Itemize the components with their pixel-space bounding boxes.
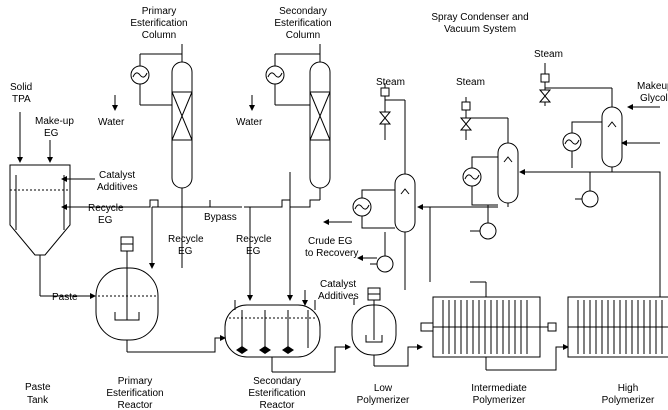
secondary-esterification-reactor — [224, 300, 351, 373]
svg-text:Polymerizer: Polymerizer — [357, 395, 410, 406]
label-solid-tpa: Solid TPA — [10, 82, 32, 105]
svg-text:Recycle: Recycle — [88, 203, 124, 214]
low-poly-vacuum-system — [323, 83, 416, 290]
svg-text:Primary: Primary — [118, 376, 152, 387]
label-steam-1: Steam — [376, 77, 405, 88]
svg-text:Additives: Additives — [97, 182, 138, 193]
svg-text:Paste: Paste — [25, 382, 51, 393]
label-primary-reactor: Primary Esterification Reactor — [106, 376, 163, 410]
svg-text:Esterification: Esterification — [130, 18, 187, 29]
primary-condenser-icon — [112, 53, 182, 111]
svg-text:Vacuum System: Vacuum System — [444, 24, 516, 35]
label-makeup-eg: Make-up EG — [35, 116, 74, 139]
svg-text:Secondary: Secondary — [253, 376, 301, 387]
svg-text:Catalyst: Catalyst — [320, 279, 356, 290]
svg-text:Primary: Primary — [142, 6, 176, 17]
svg-text:EG: EG — [246, 246, 261, 257]
svg-text:Catalyst: Catalyst — [99, 170, 135, 181]
intermediate-poly-vacuum-system — [417, 97, 519, 282]
svg-text:EG: EG — [98, 215, 113, 226]
svg-text:Reactor: Reactor — [259, 400, 295, 410]
label-high-polymerizer: High Polymerizer — [602, 383, 655, 406]
label-catalyst-additives: Catalyst Additives — [97, 170, 138, 193]
label-makeup-glycol: Makeup Glycol — [637, 81, 668, 104]
svg-text:Intermediate: Intermediate — [471, 383, 527, 394]
secondary-condenser-icon — [249, 53, 320, 111]
high-polymerizer — [567, 282, 668, 358]
secondary-esterification-column — [309, 44, 331, 189]
label-steam-3: Steam — [534, 49, 563, 60]
label-paste: Paste — [52, 292, 78, 303]
intermediate-polymerizer — [420, 281, 569, 371]
svg-text:Column: Column — [286, 30, 320, 41]
high-poly-vacuum-system — [519, 63, 661, 282]
svg-text:Make-up: Make-up — [35, 116, 74, 127]
low-polymerizer — [351, 287, 423, 367]
label-crude-eg: Crude EG to Recovery — [305, 236, 358, 259]
svg-text:EG: EG — [178, 246, 193, 257]
label-recycle-eg-mid: Recycle EG — [168, 234, 204, 257]
svg-text:Spray Condenser and: Spray Condenser and — [431, 12, 528, 23]
svg-text:EG: EG — [44, 128, 59, 139]
svg-text:Polymerizer: Polymerizer — [602, 395, 655, 406]
primary-esterification-reactor — [95, 236, 226, 353]
svg-text:Crude EG: Crude EG — [308, 236, 353, 247]
svg-text:Esterification: Esterification — [248, 388, 305, 399]
svg-text:Glycol: Glycol — [640, 93, 668, 104]
paste-tank — [9, 164, 96, 299]
svg-text:Makeup: Makeup — [637, 81, 668, 92]
label-steam-2: Steam — [456, 77, 485, 88]
label-paste-tank: Paste Tank — [25, 382, 51, 406]
label-secondary-column: Secondary Esterification Column — [274, 6, 331, 41]
svg-text:Reactor: Reactor — [117, 400, 153, 410]
label-recycle-eg-top: Recycle EG — [88, 203, 124, 226]
label-low-polymerizer: Low Polymerizer — [357, 383, 410, 406]
label-intermediate-polymerizer: Intermediate Polymerizer — [471, 383, 527, 406]
svg-text:Low: Low — [374, 383, 393, 394]
primary-esterification-column — [171, 44, 193, 189]
svg-text:Secondary: Secondary — [279, 6, 327, 17]
label-water-2: Water — [236, 117, 263, 128]
label-catalyst-additives-2: Catalyst Additives — [318, 279, 359, 302]
svg-text:Recycle: Recycle — [236, 234, 272, 245]
svg-text:Polymerizer: Polymerizer — [473, 395, 526, 406]
svg-text:Column: Column — [142, 30, 176, 41]
label-bypass: Bypass — [204, 212, 237, 223]
label-water-1: Water — [98, 117, 125, 128]
label-secondary-reactor: Secondary Esterification Reactor — [248, 376, 305, 410]
svg-text:Esterification: Esterification — [106, 388, 163, 399]
svg-text:Recycle: Recycle — [168, 234, 204, 245]
svg-text:High: High — [618, 383, 639, 394]
svg-text:to Recovery: to Recovery — [305, 248, 358, 259]
svg-text:TPA: TPA — [12, 94, 31, 105]
label-recycle-eg-right: Recycle EG — [236, 234, 272, 257]
svg-text:Tank: Tank — [27, 395, 49, 406]
svg-text:Esterification: Esterification — [274, 18, 331, 29]
label-primary-column: Primary Esterification Column — [130, 6, 187, 41]
svg-text:Additives: Additives — [318, 291, 359, 302]
svg-text:Solid: Solid — [10, 82, 32, 93]
label-spray-condenser: Spray Condenser and Vacuum System — [431, 12, 528, 35]
